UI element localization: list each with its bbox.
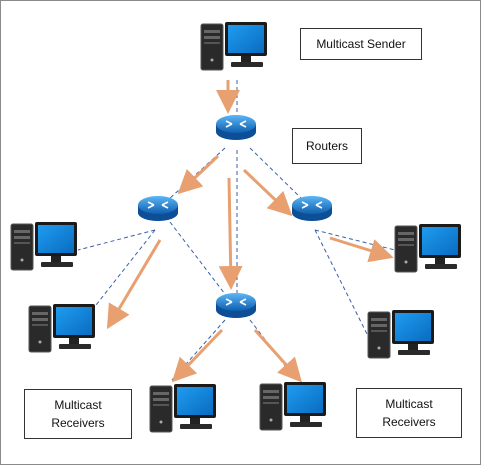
sender-label: Multicast Sender — [300, 28, 422, 60]
receivers-right-label: Multicast Receivers — [356, 388, 462, 438]
receivers-left-line1: Multicast — [54, 398, 102, 412]
routers-label-text: Routers — [305, 139, 349, 153]
receivers-right-line1: Multicast — [385, 397, 433, 411]
link-top-right — [249, 147, 304, 201]
arrow-top-right — [242, 168, 293, 217]
receivers-left-label: Multicast Receivers — [24, 389, 132, 439]
receivers-left-line2: Receivers — [51, 416, 105, 430]
link-left-bottom — [169, 221, 229, 299]
arrow-top-left — [177, 154, 220, 195]
router-icon — [215, 114, 257, 141]
computer-icon — [149, 383, 217, 433]
arrow-bottom-right — [253, 328, 303, 383]
receivers-right-line2: Receivers — [382, 415, 436, 429]
computer-icon — [10, 221, 78, 271]
router-icon — [291, 195, 333, 222]
routers-label: Routers — [292, 128, 362, 164]
computer-icon — [28, 303, 96, 353]
computer-icon — [394, 223, 462, 273]
computer-icon — [367, 309, 435, 359]
computer-icon — [259, 381, 327, 431]
multicast-arrows — [106, 80, 394, 383]
arrow-top-middle — [218, 177, 243, 290]
link-left-pc1 — [77, 229, 156, 251]
link-left-pc2 — [95, 229, 156, 306]
arrow-bottom-left — [171, 328, 224, 383]
sender-label-text: Multicast Sender — [316, 37, 406, 51]
arrow-right-receiver — [329, 236, 394, 263]
link-bottom-left — [171, 319, 226, 381]
router-icon — [215, 292, 257, 319]
arrow-left-receiver — [106, 239, 162, 330]
router-icon — [137, 195, 179, 222]
computer-icon — [200, 21, 268, 71]
